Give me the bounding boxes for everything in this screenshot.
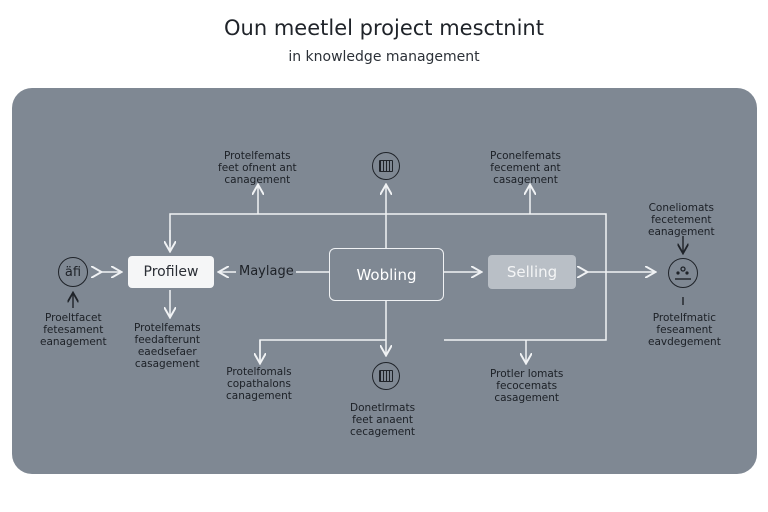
people-gear-icon[interactable]: [668, 258, 698, 288]
link-label: Maylage: [239, 264, 294, 279]
page-title: Oun meetlel project mesctnint: [224, 16, 544, 40]
top-frame-line: [169, 213, 607, 341]
calendar-box-icon[interactable]: [372, 152, 400, 180]
page-subtitle: in knowledge management: [288, 49, 480, 65]
center-node[interactable]: Wobling: [329, 248, 444, 301]
chart-box-icon[interactable]: [372, 362, 400, 390]
person-badge-icon[interactable]: äfi: [58, 257, 88, 287]
profile-node[interactable]: Profilew: [128, 256, 214, 288]
bottom-frame-line: [259, 339, 386, 360]
right-node[interactable]: Selling: [488, 255, 576, 289]
